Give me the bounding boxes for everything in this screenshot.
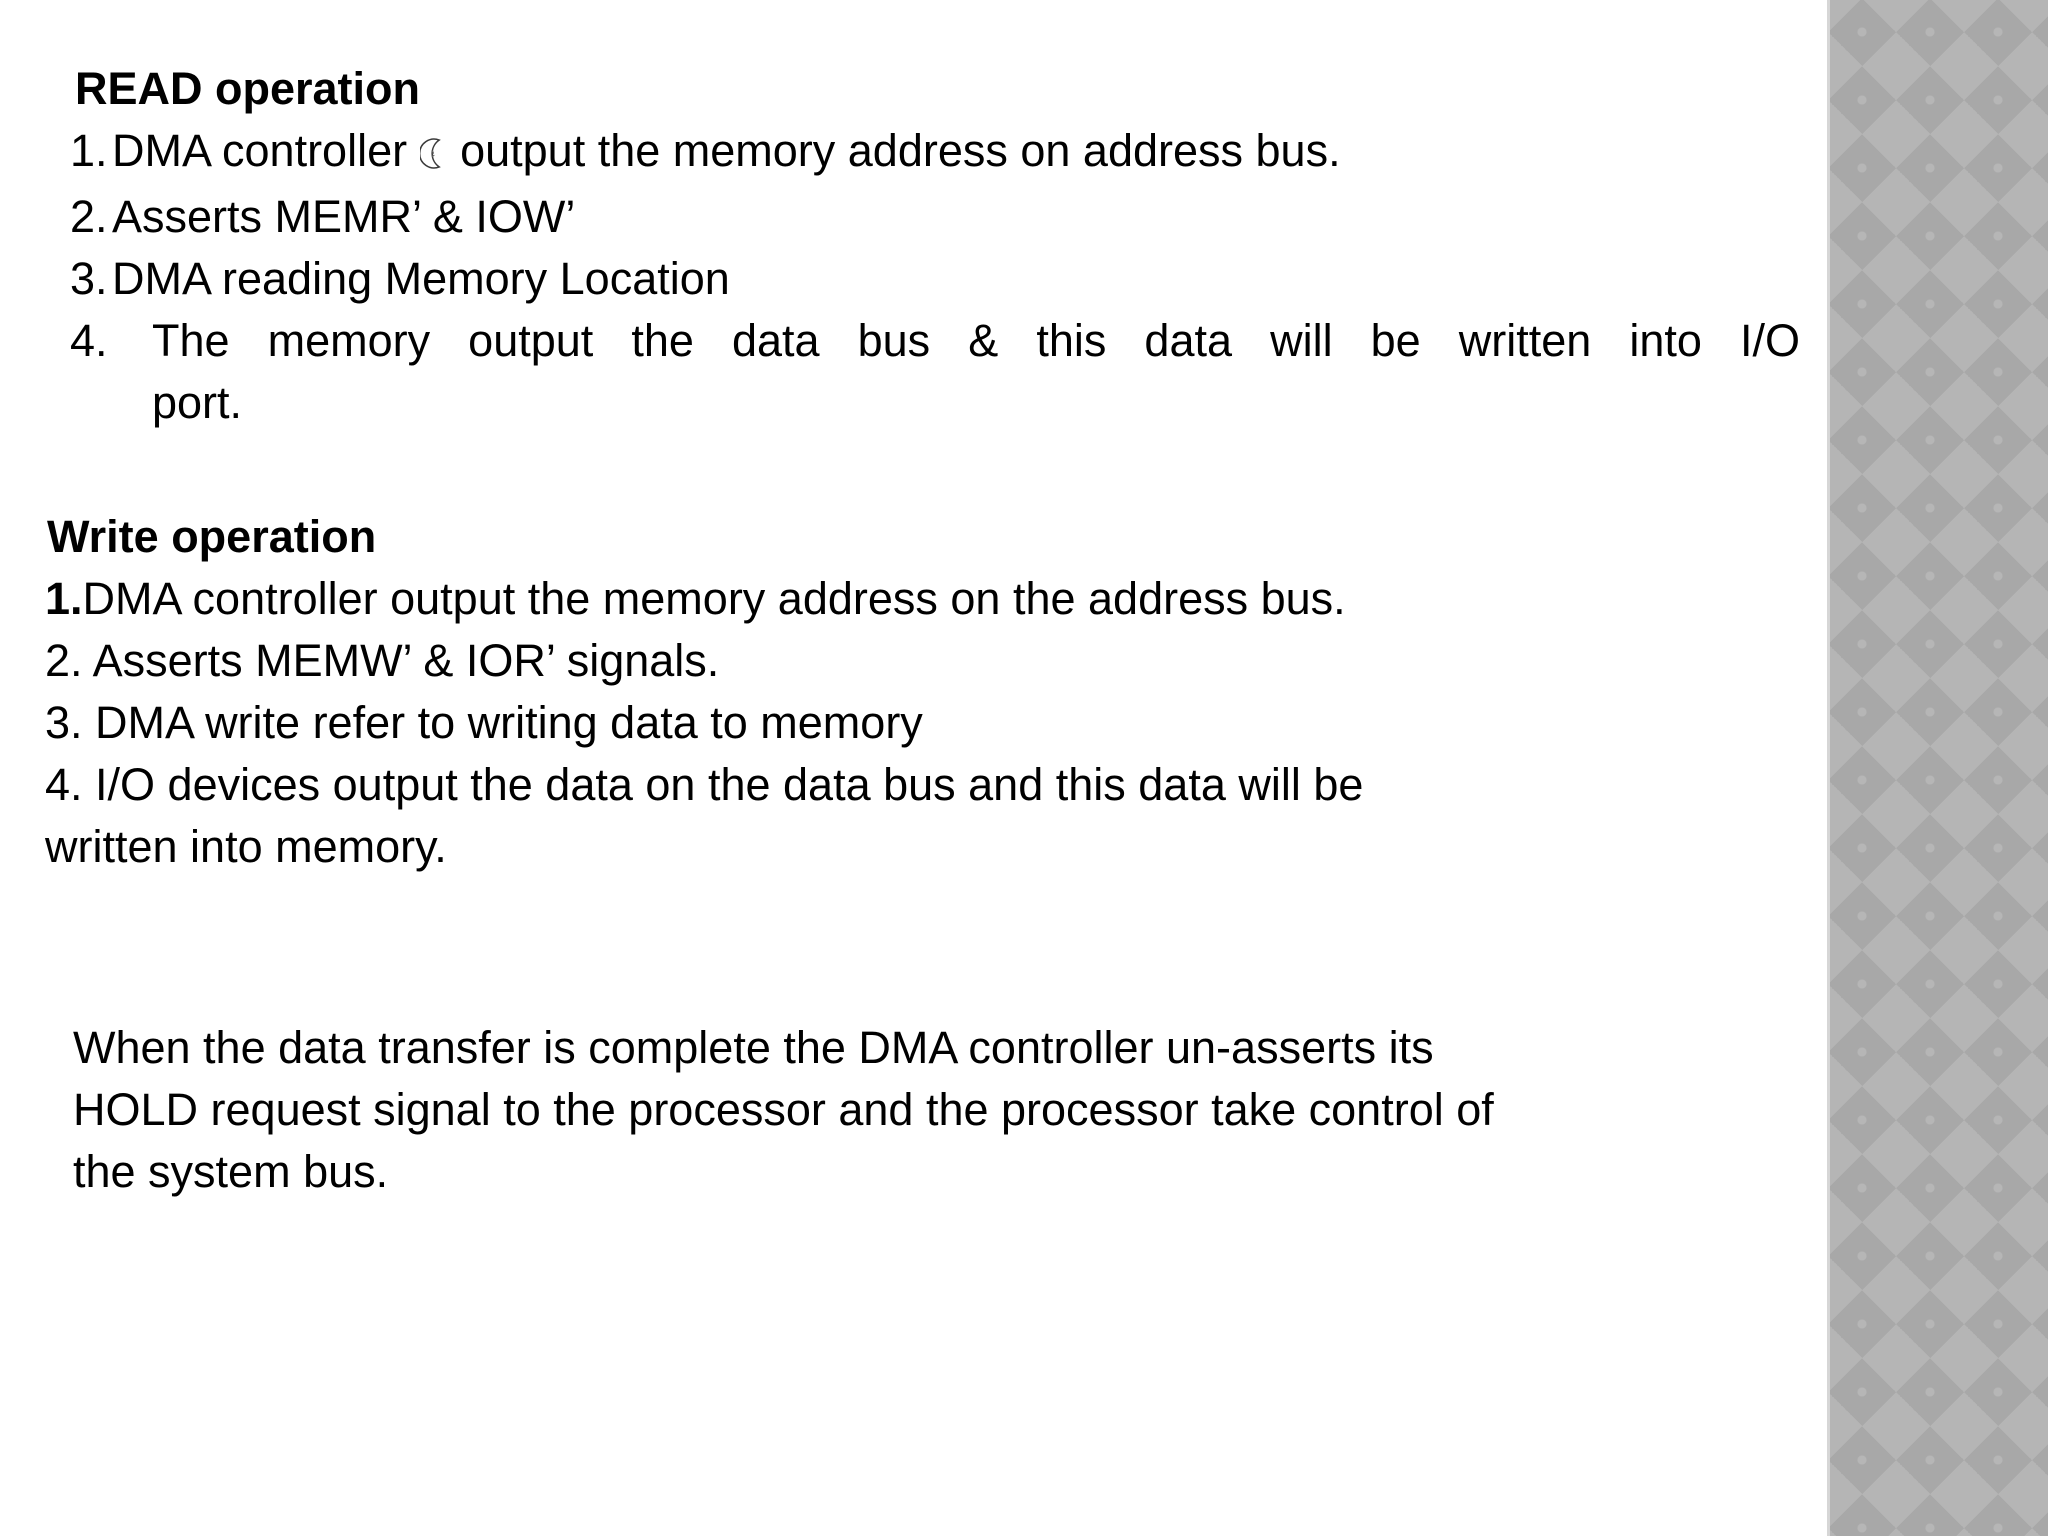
write-item-2: 2. Asserts MEMW’ & IOR’ signals. [45, 630, 1805, 692]
read-item-1-post: output the memory address on address bus… [460, 125, 1341, 176]
closing-paragraph-line2: HOLD request signal to the processor and… [73, 1084, 1494, 1135]
argyle-pattern-sidebar [1827, 0, 2048, 1536]
write-section-heading: Write operation [47, 511, 377, 562]
read-item-1: 1. DMA controller output the memory addre… [70, 120, 1810, 186]
read-item-3-text: DMA reading Memory Location [112, 253, 730, 304]
write-item-1-text: DMA controller output the memory address… [82, 573, 1346, 624]
list-number: 4. [45, 759, 96, 810]
list-number: 1. [45, 573, 83, 624]
list-number: 1. [70, 125, 108, 176]
read-operation-section: READ operation 1. DMA controller output t… [70, 58, 1810, 434]
write-operation-section: Write operation 1.DMA controller output … [45, 506, 1805, 878]
write-item-3-text: DMA write refer to writing data to memor… [95, 697, 923, 748]
write-item-2-text: Asserts MEMW’ & IOR’ signals. [92, 635, 720, 686]
list-number: 2. [70, 191, 108, 242]
write-item-3: 3. DMA write refer to writing data to me… [45, 692, 1805, 754]
read-item-1-pre: DMA controller [112, 125, 408, 176]
closing-paragraph-line1: When the data transfer is complete the D… [73, 1022, 1434, 1073]
write-item-4-text: I/O devices output the data on the data … [95, 759, 1364, 810]
read-item-1-text: DMA controller output the memory address … [112, 120, 1341, 186]
read-item-3: 3. DMA reading Memory Location [70, 248, 1810, 310]
list-number: 4. [70, 315, 108, 366]
read-section-heading: READ operation [75, 63, 421, 114]
list-number: 2. [45, 635, 93, 686]
read-item-2-text: Asserts MEMR’ & IOW’ [112, 191, 576, 242]
write-item-4-line2: written into memory. [45, 821, 447, 872]
list-number: 3. [45, 697, 96, 748]
read-item-2: 2. Asserts MEMR’ & IOW’ [70, 186, 1810, 248]
crescent-moon-icon [418, 124, 445, 186]
closing-paragraph: When the data transfer is complete the D… [73, 1017, 1773, 1203]
closing-paragraph-line3: the system bus. [73, 1146, 389, 1197]
read-item-4: 4. The memory output the data bus & this… [70, 310, 1810, 372]
write-item-1: 1.DMA controller output the memory addre… [45, 568, 1805, 630]
write-item-4-line1: 4. I/O devices output the data on the da… [45, 754, 1805, 816]
read-item-4-line1: The memory output the data bus & this da… [152, 315, 1800, 366]
read-item-4-line2: port. [152, 377, 243, 428]
list-number: 3. [70, 253, 108, 304]
